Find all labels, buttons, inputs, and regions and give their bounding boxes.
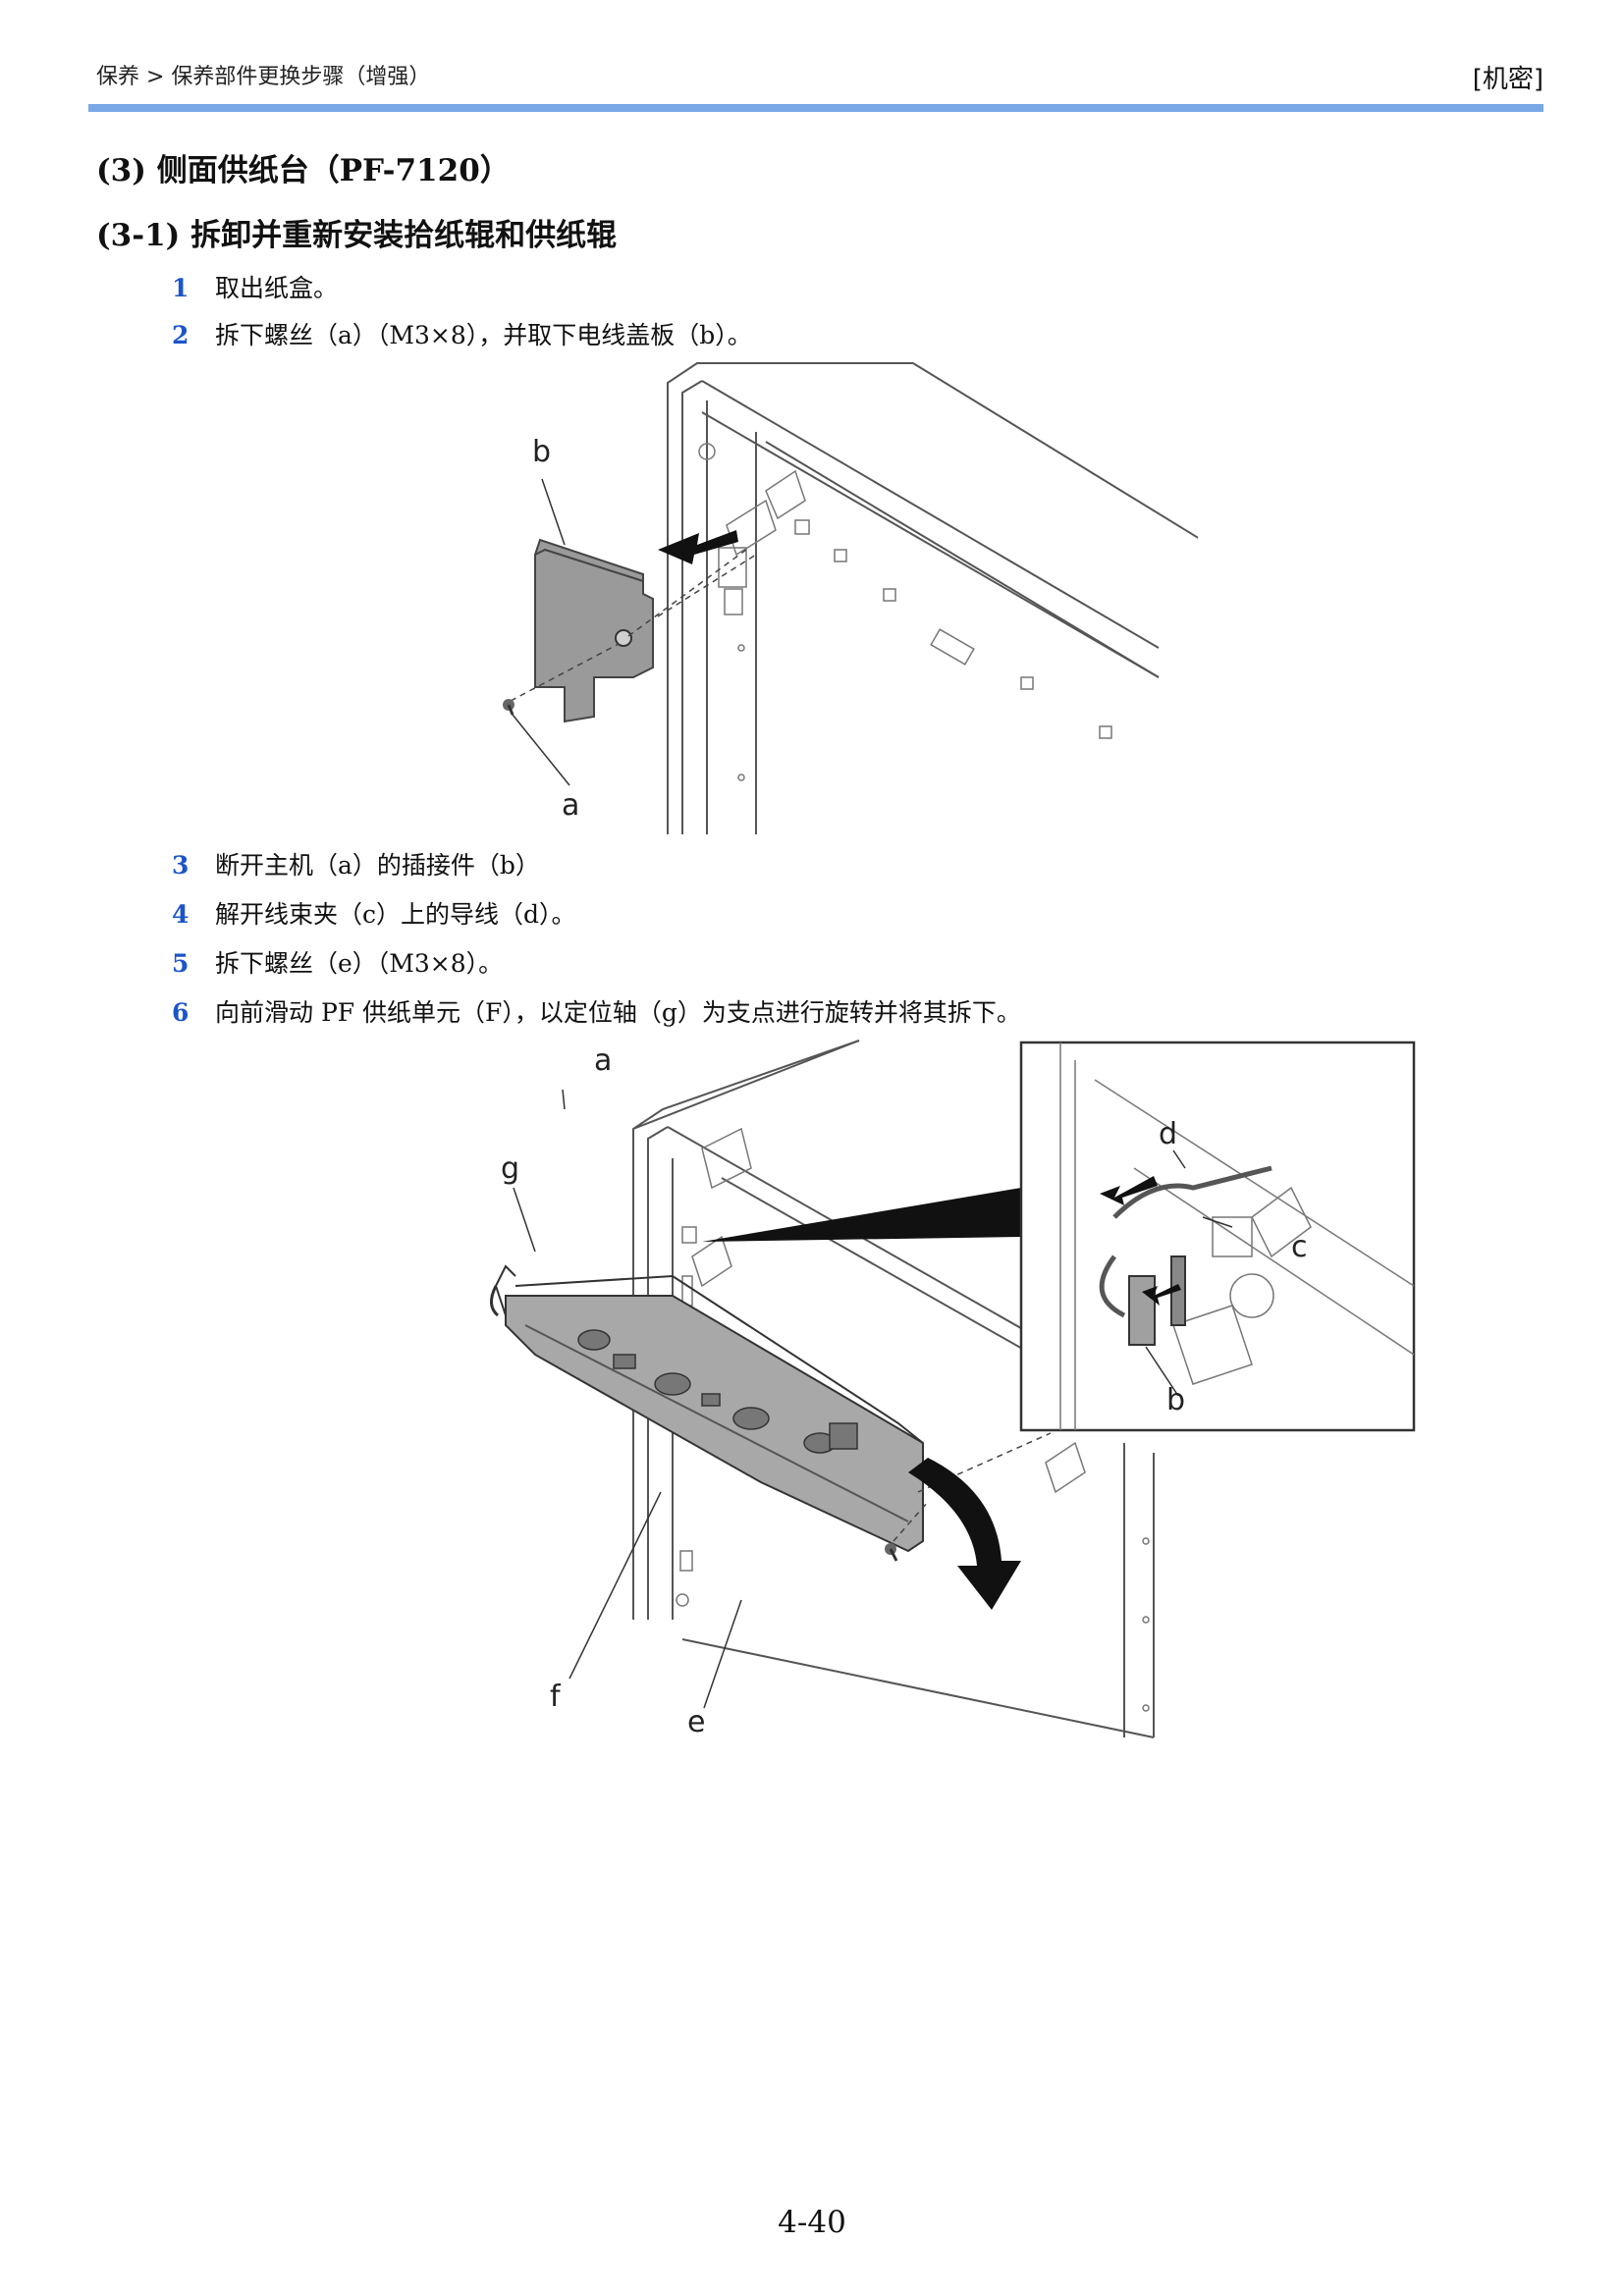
step-number: 4 bbox=[172, 900, 189, 929]
step-number: 6 bbox=[172, 998, 189, 1027]
step-number: 2 bbox=[172, 321, 189, 349]
step-text: 向前滑动 PF 供纸单元（F），以定位轴（g）为支点进行旋转并将其拆下。 bbox=[215, 998, 1021, 1027]
paper-feed-unit-part bbox=[490, 1264, 924, 1553]
page-header: 保养 > 保养部件更换步骤（增强） [机密] bbox=[0, 0, 1624, 118]
figure-wire-cover: b a bbox=[471, 353, 1198, 834]
step-text: 断开主机（a）的插接件（b） bbox=[215, 851, 540, 880]
step-number: 1 bbox=[172, 274, 189, 302]
classification-label: [机密] bbox=[1472, 65, 1543, 94]
callout-e: e bbox=[687, 1705, 705, 1739]
screw-part bbox=[503, 699, 514, 716]
subsection-title: (3-1) 拆卸并重新安装拾纸辊和供纸辊 bbox=[96, 218, 618, 253]
section-title: (3) 侧面供纸台（PF-7120） bbox=[96, 153, 511, 188]
step-number: 5 bbox=[172, 949, 189, 978]
figure-feed-unit-drawing: a g f e d bbox=[490, 1040, 1416, 1739]
removal-arrow-icon bbox=[658, 530, 738, 564]
step-6: 6 向前滑动 PF 供纸单元（F），以定位轴（g）为支点进行旋转并将其拆下。 bbox=[172, 993, 1021, 1029]
connector-arrow-icon bbox=[1142, 1284, 1181, 1306]
inset-callout-c: c bbox=[1291, 1230, 1308, 1264]
screw-part bbox=[885, 1543, 898, 1562]
callout-a: a bbox=[594, 1043, 612, 1078]
detail-inset: d c b bbox=[1019, 1041, 1416, 1432]
step-text: 拆下螺丝（e）（M3×8）。 bbox=[215, 949, 504, 978]
page-number: 4-40 bbox=[778, 2205, 846, 2240]
figure-feed-unit: a g f e d bbox=[447, 1031, 1429, 1757]
step-1: 1 取出纸盒。 bbox=[172, 269, 338, 304]
zoom-pointer bbox=[702, 1188, 1021, 1242]
step-text: 取出纸盒。 bbox=[215, 274, 339, 302]
wire-cover-part bbox=[534, 538, 654, 723]
step-3: 3 断开主机（a）的插接件（b） bbox=[172, 846, 540, 881]
header-rule bbox=[88, 104, 1543, 112]
step-text: 拆下螺丝（a）（M3×8），并取下电线盖板（b）。 bbox=[215, 321, 752, 349]
callout-g: g bbox=[501, 1151, 519, 1186]
step-2: 2 拆下螺丝（a）（M3×8），并取下电线盖板（b）。 bbox=[172, 316, 752, 351]
inset-callout-d: d bbox=[1159, 1117, 1177, 1151]
callout-b: b bbox=[532, 435, 551, 469]
step-4: 4 解开线束夹（c）上的导线（d）。 bbox=[172, 895, 576, 931]
step-text: 解开线束夹（c）上的导线（d）。 bbox=[215, 900, 576, 929]
rotate-arrow-icon bbox=[908, 1458, 1021, 1610]
step-5: 5 拆下螺丝（e）（M3×8）。 bbox=[172, 944, 503, 980]
inset-callout-b: b bbox=[1166, 1383, 1185, 1417]
figure-wire-cover-drawing: b a bbox=[503, 362, 1198, 834]
callout-a: a bbox=[562, 788, 579, 823]
breadcrumb: 保养 > 保养部件更换步骤（增强） bbox=[96, 65, 431, 89]
wire-release-arrow-icon bbox=[1100, 1176, 1158, 1205]
step-number: 3 bbox=[172, 851, 189, 880]
callout-f: f bbox=[550, 1680, 562, 1714]
